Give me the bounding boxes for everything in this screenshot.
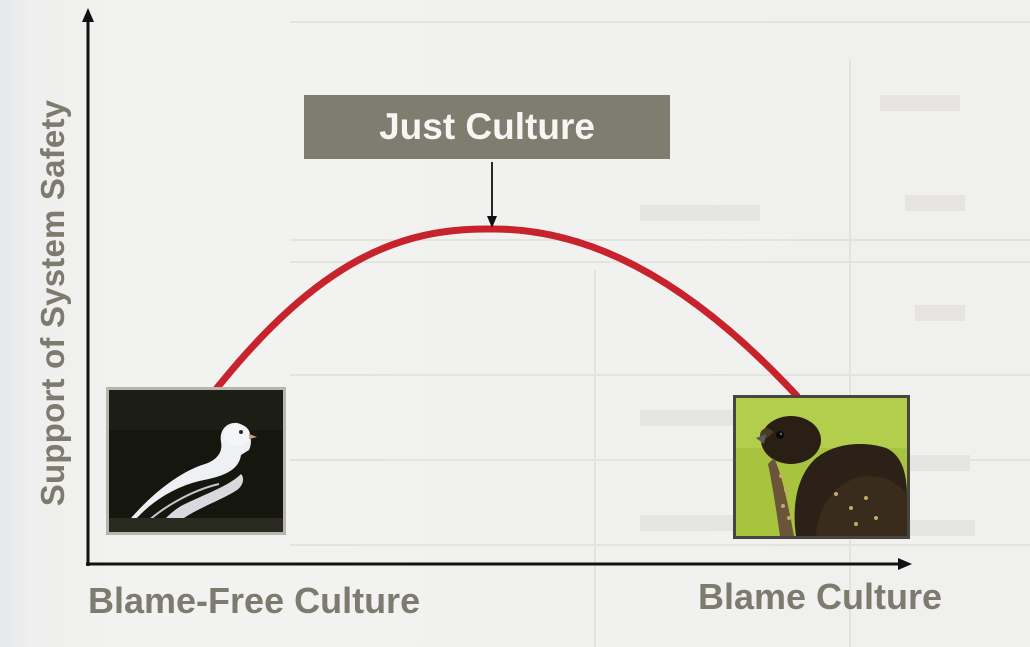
y-axis-label: Support of System Safety: [34, 99, 71, 507]
y-axis-arrowhead: [82, 8, 94, 22]
x-axis-left-label: Blame-Free Culture: [88, 580, 421, 621]
peak-pointer-arrowhead: [487, 216, 497, 228]
x-axis-arrowhead: [898, 558, 912, 570]
hawk-photo: [733, 395, 910, 539]
x-axis-right-label: Blame Culture: [698, 576, 943, 617]
white-dove-photo: [106, 387, 286, 535]
just-culture-box: Just Culture: [304, 95, 670, 159]
just-culture-label: Just Culture: [379, 106, 595, 147]
culture-curve: [213, 225, 801, 400]
